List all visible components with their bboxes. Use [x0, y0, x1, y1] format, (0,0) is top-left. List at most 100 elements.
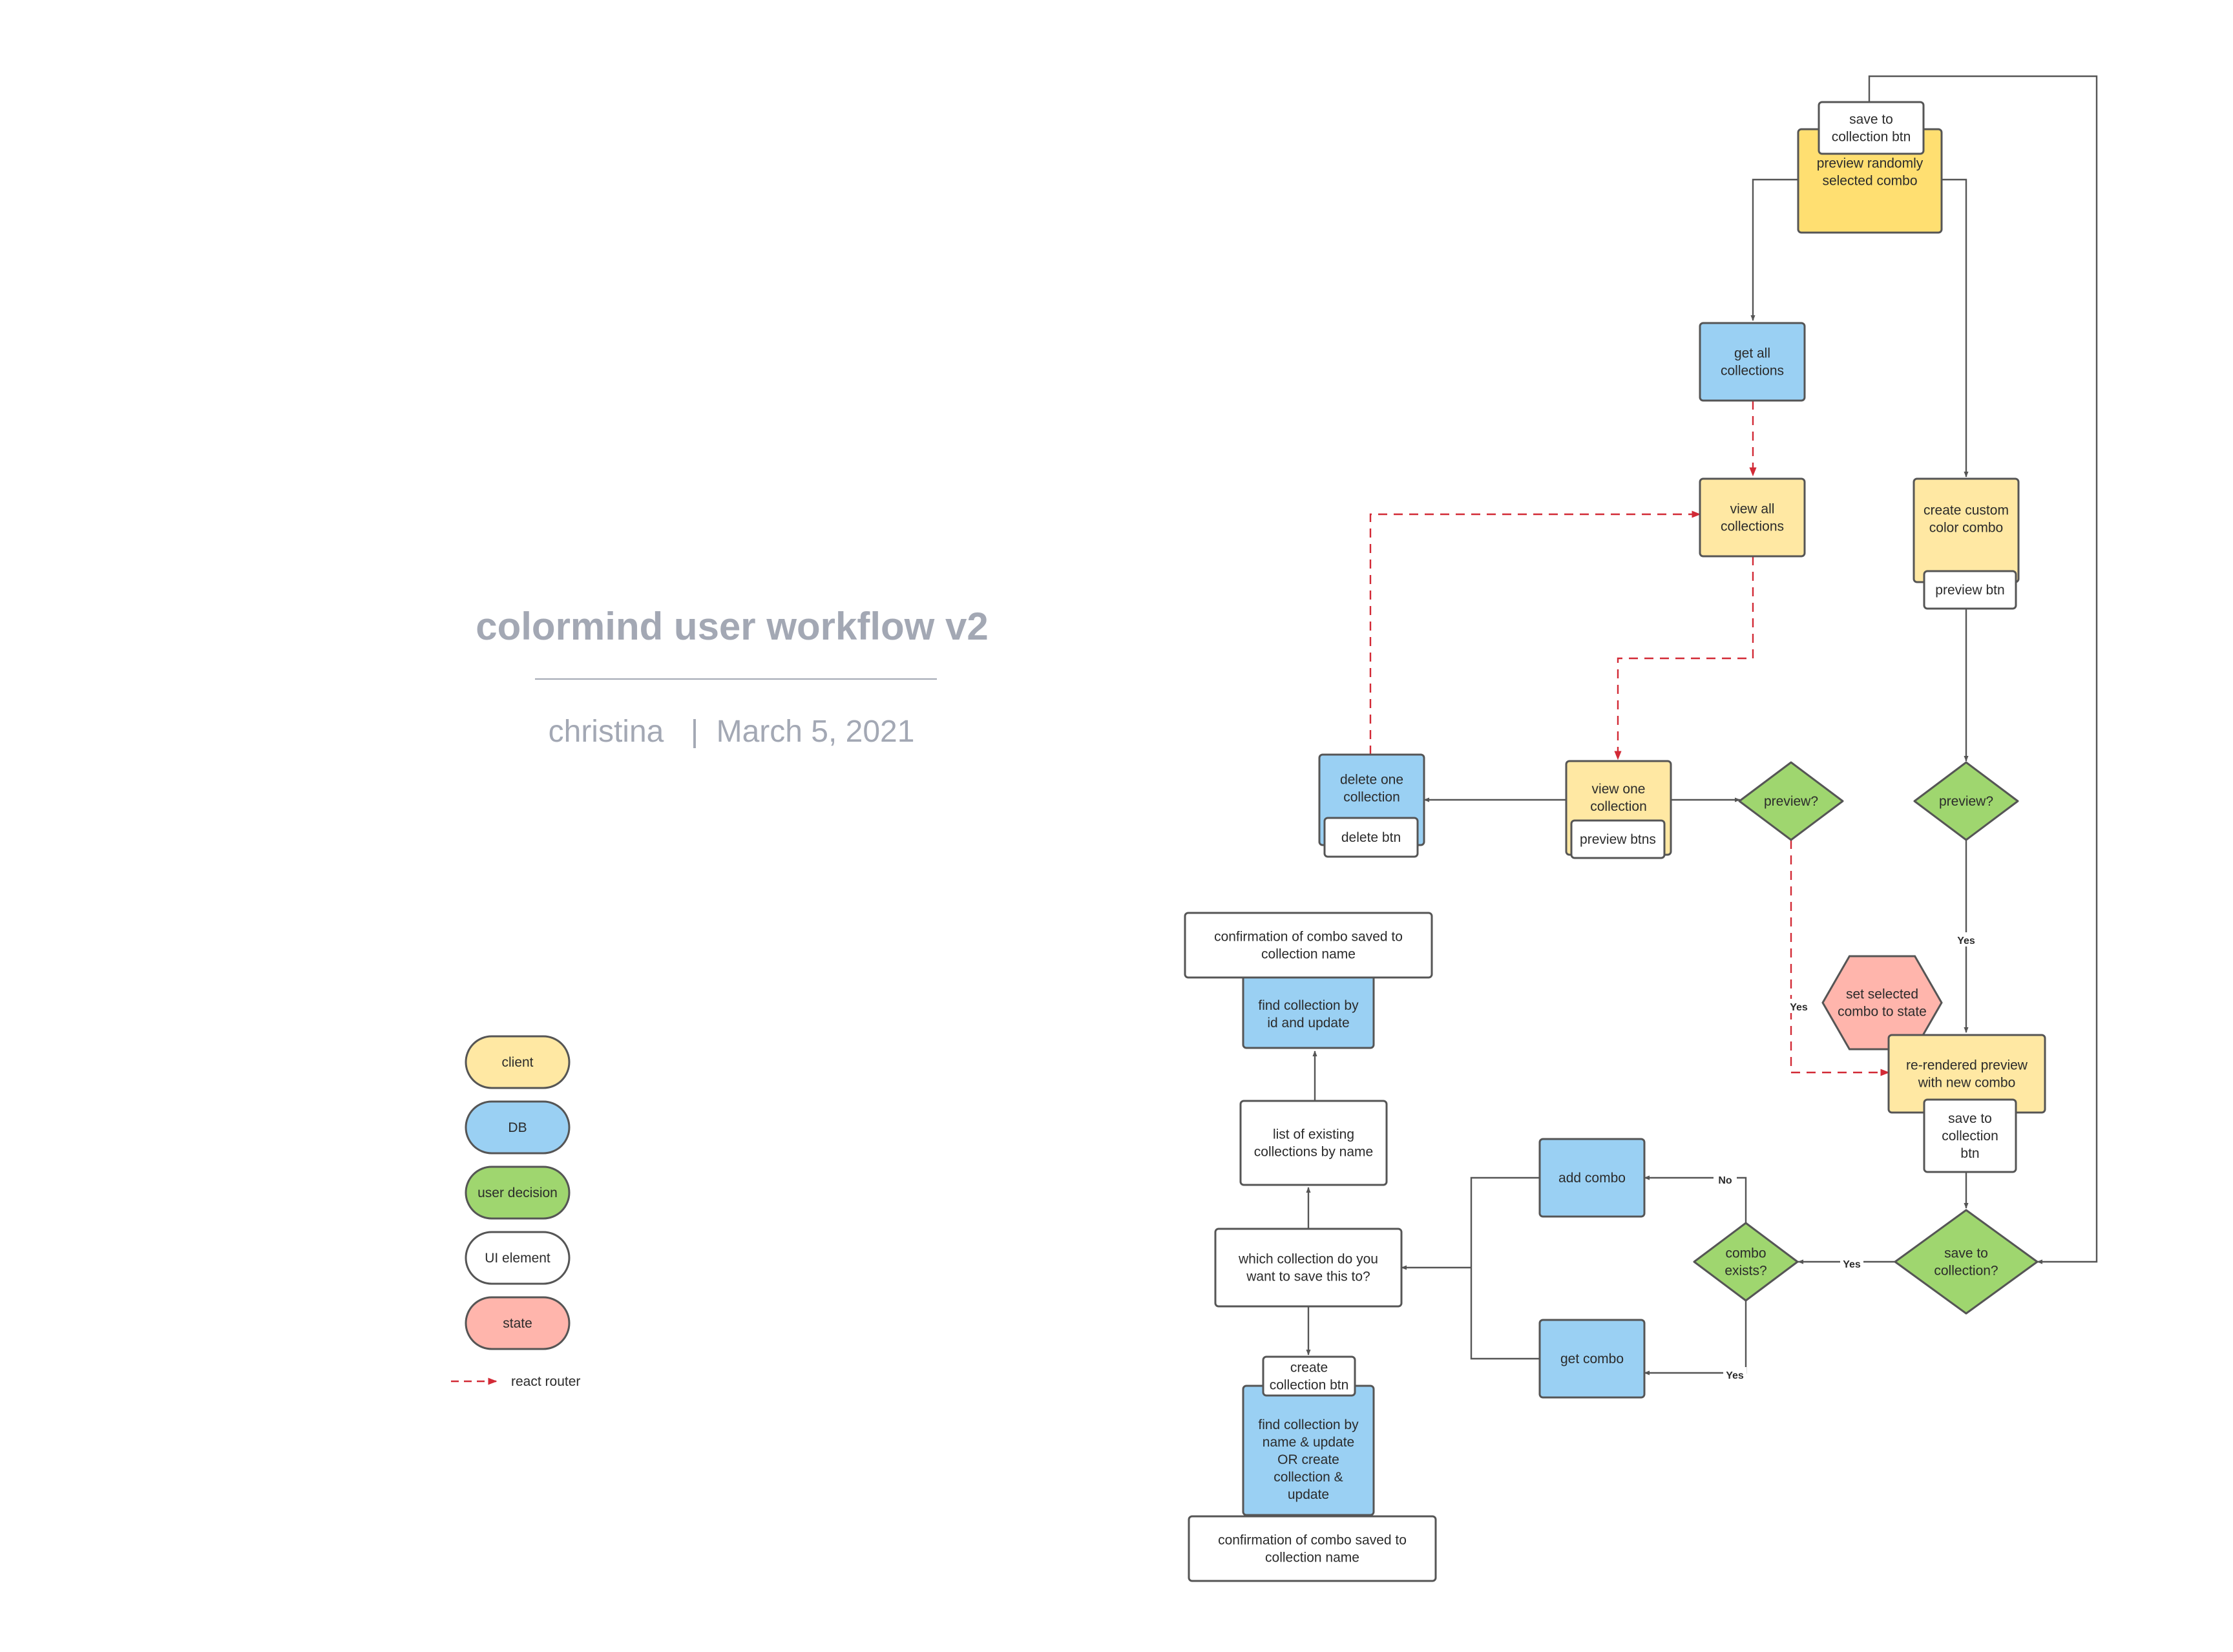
edge-label-yes-preview-left: Yes	[1790, 1002, 1808, 1013]
legend-label: DB	[508, 1120, 527, 1135]
edge-label-bg	[1787, 999, 1810, 1013]
node-label-line: preview btns	[1580, 832, 1656, 847]
node-label-line: btn	[1960, 1146, 1979, 1161]
node-label-line: find collection by	[1258, 1417, 1359, 1432]
node-label-line: find collection by	[1258, 998, 1359, 1013]
node-shape	[1214, 1228, 1403, 1308]
node-label-line: add combo	[1558, 1171, 1626, 1186]
node-confirm-top: confirmation of combo saved tocollection…	[1184, 912, 1433, 979]
edge-random-custom	[1942, 178, 1969, 477]
node-delete-btn: delete btn	[1323, 817, 1419, 858]
edge-preview1-rerendered	[1790, 840, 1890, 1076]
node-save-q: save to collection?	[1894, 1209, 2039, 1315]
node-label-line: collections by name	[1254, 1145, 1373, 1160]
node-list-existing: list of existing collections by name	[1239, 1100, 1388, 1186]
node-label-line: set selected	[1846, 987, 1918, 1002]
node-confirm-bottom: confirmation of combo saved to collection…	[1188, 1515, 1437, 1582]
node-label-line: collection?	[1934, 1264, 1998, 1279]
node-shape	[1818, 101, 1925, 155]
node-view-all: view all collections	[1699, 477, 1806, 558]
edge-label-bg	[1840, 1256, 1863, 1270]
node-shape	[1184, 912, 1433, 979]
node-label-line: selected combo	[1822, 174, 1917, 189]
node-which-collection: which collection do you want to save this…	[1214, 1228, 1403, 1308]
node-label-line: combo	[1725, 1246, 1766, 1261]
node-label-line: collections	[1721, 519, 1784, 534]
node-label-line: list of existing	[1273, 1127, 1354, 1142]
node-label-line: update	[1288, 1487, 1329, 1502]
node-preview-random: preview randomly selected combo	[1797, 128, 1943, 234]
node-label-line: create	[1290, 1361, 1328, 1375]
edge-label-bg	[1714, 1172, 1737, 1186]
node-shape	[1699, 322, 1806, 402]
node-shape	[1699, 477, 1806, 558]
node-label-line: want to save this to?	[1246, 1270, 1370, 1284]
node-label-line: get all	[1734, 346, 1770, 361]
legend-router-label: react router	[511, 1374, 580, 1389]
edge-viewall-viewone	[1614, 556, 1754, 760]
node-preview-btn: preview btn	[1923, 570, 2017, 610]
node-label-line: collection name	[1265, 1551, 1359, 1565]
legend-swatch	[465, 1100, 571, 1155]
legend-label: user decision	[477, 1186, 558, 1200]
node-label-line: delete one	[1340, 773, 1403, 788]
node-label-line: confirmation of combo saved to	[1218, 1533, 1407, 1548]
legend-item-client: client	[465, 1035, 571, 1089]
legend-swatch	[465, 1035, 571, 1089]
edge-label-bg	[1955, 932, 1978, 946]
node-shape	[1262, 1355, 1356, 1397]
edge-label-bg	[1723, 1367, 1746, 1381]
legend-item-db: DB	[465, 1100, 571, 1155]
node-label-line: collection	[1343, 790, 1400, 805]
date-text: March 5, 2021	[717, 715, 915, 749]
legend-swatch	[465, 1231, 571, 1285]
edge-exists-add	[1644, 1175, 1747, 1223]
author-text: christina	[549, 715, 664, 749]
legend-swatch	[465, 1296, 571, 1350]
edge-save-loop	[1868, 75, 2098, 1264]
edge-exists-get	[1644, 1301, 1747, 1375]
node-label-line: preview?	[1939, 794, 1993, 809]
node-shape	[1239, 1100, 1388, 1186]
legend-item-decision: user decision	[465, 1166, 571, 1220]
node-combo-exists: combo exists?	[1693, 1222, 1799, 1302]
node-label-line: save to	[1948, 1111, 1992, 1126]
node-label-line: preview randomly	[1817, 156, 1924, 171]
node-label-line: preview btn	[1935, 583, 2004, 598]
node-label-line: create custom	[1924, 503, 2009, 518]
node-get-all: get all collections	[1699, 322, 1806, 402]
node-label-line: save to	[1849, 112, 1893, 127]
node-label-line: preview?	[1764, 794, 1818, 809]
node-label-line: exists?	[1725, 1264, 1766, 1279]
edge-random-getall	[1750, 178, 1798, 321]
node-label-line: collections	[1721, 364, 1784, 379]
node-add-combo: add combo	[1538, 1138, 1646, 1218]
node-label-line: get combo	[1560, 1352, 1624, 1366]
node-preview-q1: preview?	[1738, 761, 1844, 841]
node-preview-q2: preview?	[1913, 761, 2019, 841]
node-shape	[1538, 1319, 1646, 1399]
edge-label-no-exists: No	[1718, 1175, 1732, 1186]
edge-label-yes-save: Yes	[1843, 1259, 1861, 1270]
edge-label-yes-exists: Yes	[1726, 1370, 1744, 1381]
node-label-line: view all	[1730, 502, 1775, 517]
node-shape	[1538, 1138, 1646, 1218]
legend-label: client	[501, 1055, 533, 1070]
node-label-line: collection	[1590, 799, 1647, 814]
legend-label: UI element	[485, 1251, 550, 1266]
node-label-line: OR create	[1277, 1452, 1339, 1467]
legend-item-ui: UI element	[465, 1231, 571, 1285]
node-label-line: save to	[1944, 1246, 1988, 1261]
diagram-title: colormind user workflow v2	[476, 605, 989, 648]
node-label-line: which collection do you	[1238, 1252, 1378, 1267]
edge-delete-viewall	[1369, 510, 1701, 755]
